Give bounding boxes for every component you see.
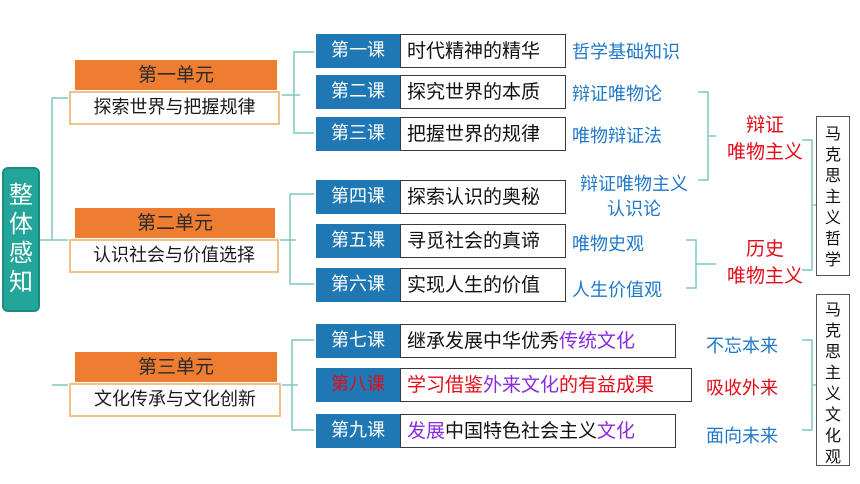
unit-1-title: 第一单元	[75, 60, 277, 90]
unit-3-subtitle: 文化传承与文化创新	[69, 383, 281, 417]
lesson-5-tag: 唯物史观	[572, 234, 644, 255]
vertical-char: 哲	[824, 229, 841, 248]
lesson-9-name: 发展中国特色社会主义文化	[400, 414, 676, 448]
marxist-philosophy-text: 马克思主义哲学	[817, 123, 849, 270]
lesson-1-tag: 哲学基础知识	[572, 42, 680, 63]
lesson-3-tag: 唯物辩证法	[572, 126, 662, 147]
vertical-char: 马	[824, 300, 841, 319]
lesson-9-number: 第九课	[316, 414, 400, 448]
lesson-2-tag: 辩证唯物论	[572, 84, 662, 105]
lesson-7-tag: 不忘本来	[706, 336, 778, 357]
lesson-3-name: 把握世界的规律	[400, 117, 566, 151]
vertical-char: 马	[824, 124, 841, 143]
unit-3-title: 第三单元	[75, 352, 277, 382]
lesson-4-name: 探索认识的奥秘	[400, 180, 566, 214]
marxist-culture-text: 马克思主义文化观	[817, 299, 849, 467]
lesson-6-number: 第六课	[316, 268, 400, 302]
historical-materialism-label: 历史 唯物主义	[726, 238, 803, 287]
vertical-char: 主	[824, 363, 841, 382]
lesson-8-tag: 吸收外来	[706, 378, 778, 399]
vertical-char: 文	[824, 405, 841, 424]
lesson-8-number: 第八课	[316, 368, 400, 402]
vertical-char: 克	[824, 321, 841, 340]
lesson-2-name: 探究世界的本质	[400, 75, 566, 109]
root-node: 整体感知	[2, 167, 40, 312]
lesson-6-tag: 人生价值观	[572, 280, 662, 301]
vertical-char: 思	[824, 342, 841, 361]
vertical-char: 化	[824, 426, 841, 445]
lesson-3-number: 第三课	[316, 117, 400, 151]
lesson-8-name: 学习借鉴外来文化的有益成果	[400, 368, 692, 402]
vertical-char: 克	[824, 145, 841, 164]
vertical-char: 观	[824, 447, 841, 466]
unit-2-title: 第二单元	[75, 208, 275, 238]
marxist-culture-box: 马克思主义文化观	[816, 294, 850, 466]
dialectical-materialism-label: 辩证 唯物主义	[726, 114, 803, 163]
unit-2-subtitle: 认识社会与价值选择	[69, 239, 279, 273]
lesson-5-name: 寻觅社会的真谛	[400, 224, 566, 258]
unit-1-subtitle: 探索世界与把握规律	[69, 91, 280, 125]
vertical-char: 义	[824, 384, 841, 403]
vertical-char: 义	[824, 208, 841, 227]
vertical-char: 主	[824, 187, 841, 206]
lesson-7-name: 继承发展中华优秀传统文化	[400, 324, 676, 358]
lesson-4-number: 第四课	[316, 180, 400, 214]
lesson-6-name: 实现人生的价值	[400, 268, 566, 302]
lesson-4-tag: 辩证唯物主义 认识论	[580, 174, 688, 220]
lesson-9-tag: 面向未来	[706, 426, 778, 447]
vertical-char: 学	[824, 250, 841, 269]
lesson-7-number: 第七课	[316, 324, 400, 358]
lesson-2-number: 第二课	[316, 75, 400, 109]
lesson-1-number: 第一课	[316, 34, 400, 68]
marxist-philosophy-box: 马克思主义哲学	[816, 116, 850, 276]
lesson-5-number: 第五课	[316, 224, 400, 258]
lesson-1-name: 时代精神的精华	[400, 34, 566, 68]
vertical-char: 思	[824, 166, 841, 185]
